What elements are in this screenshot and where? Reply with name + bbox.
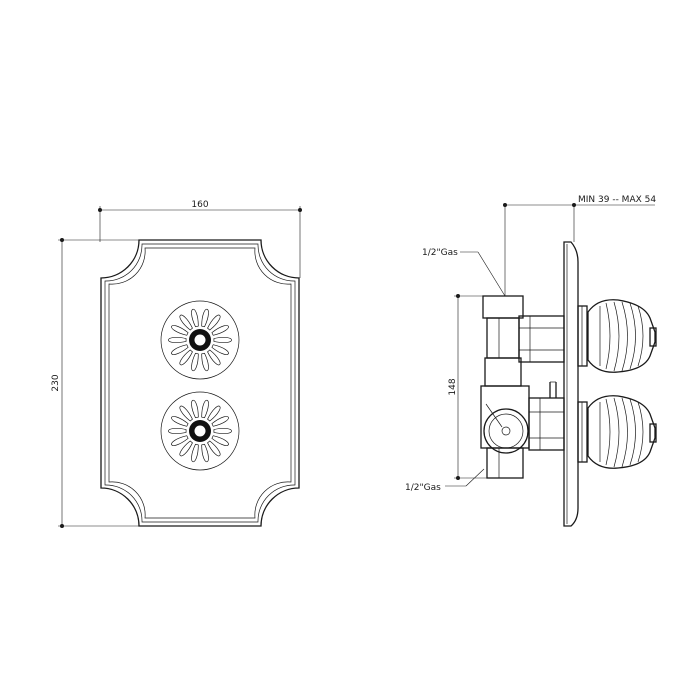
knob-petal xyxy=(191,308,199,328)
knob-petal xyxy=(171,435,189,446)
knob-outline xyxy=(160,391,240,471)
lower-valve-body xyxy=(480,381,565,479)
knob-petal xyxy=(211,416,229,427)
knob-petal xyxy=(191,399,199,419)
knob-petal xyxy=(207,405,221,422)
knob-petal xyxy=(211,344,229,355)
inlet-inner xyxy=(488,413,524,449)
knob-petal xyxy=(207,314,221,331)
knob-petal xyxy=(171,344,189,355)
faceplate-bevel-1 xyxy=(104,243,296,523)
width-dimension: 160 xyxy=(98,200,302,278)
faceplate-outer xyxy=(100,239,300,527)
knob-petal xyxy=(168,428,187,434)
knob-petal xyxy=(179,440,193,457)
knob-outline xyxy=(160,300,240,380)
knob-petal xyxy=(168,337,187,343)
top-connection-label: 1/2"Gas xyxy=(422,248,458,258)
knob-center-hole xyxy=(194,425,206,437)
depth-dimension: MIN 39 -- MAX 54 xyxy=(503,195,656,296)
upper-valve-body xyxy=(482,295,565,387)
bottom-connection-label: 1/2"Gas xyxy=(405,483,441,493)
knob-petal xyxy=(179,349,193,366)
knob-petal xyxy=(213,337,232,343)
knob-petal xyxy=(179,405,193,422)
knob-petal xyxy=(191,443,199,463)
knob-petal xyxy=(211,325,229,336)
knob-petal xyxy=(201,352,209,372)
top-knob xyxy=(160,300,240,380)
knob-petal xyxy=(201,443,209,463)
upper-collar xyxy=(577,305,588,367)
height-dimension: 230 xyxy=(51,238,139,528)
top-connection-callout: 1/2"Gas xyxy=(422,248,506,297)
bottom-knob xyxy=(160,391,240,471)
side-view: MIN 39 -- MAX 54 148 1/2"Gas 1/2"Gas xyxy=(405,195,657,527)
knob-petal xyxy=(171,325,189,336)
knob-petal xyxy=(207,349,221,366)
knob-petal xyxy=(213,428,232,434)
lower-collar xyxy=(577,401,588,463)
front-view: 160 230 xyxy=(51,200,302,528)
knob-petal xyxy=(191,352,199,372)
upper-knob-profile xyxy=(587,299,657,373)
depth-label: MIN 39 -- MAX 54 xyxy=(578,195,656,205)
knob-petal xyxy=(207,440,221,457)
bottom-connection-callout: 1/2"Gas xyxy=(405,468,485,493)
wall-plate-side xyxy=(563,241,579,527)
spacing-label: 148 xyxy=(448,378,458,395)
knob-petal xyxy=(211,435,229,446)
width-label: 160 xyxy=(191,200,208,210)
height-label: 230 xyxy=(51,374,61,391)
knob-center-hole xyxy=(194,334,206,346)
knob-petal xyxy=(171,416,189,427)
inlet-outer xyxy=(483,408,529,454)
knob-petal xyxy=(179,314,193,331)
lower-knob-profile xyxy=(587,395,657,469)
knob-petal xyxy=(201,399,209,419)
faceplate-bevel-2 xyxy=(108,247,292,519)
spacing-dimension: 148 xyxy=(448,294,487,480)
knob-petal xyxy=(201,308,209,328)
